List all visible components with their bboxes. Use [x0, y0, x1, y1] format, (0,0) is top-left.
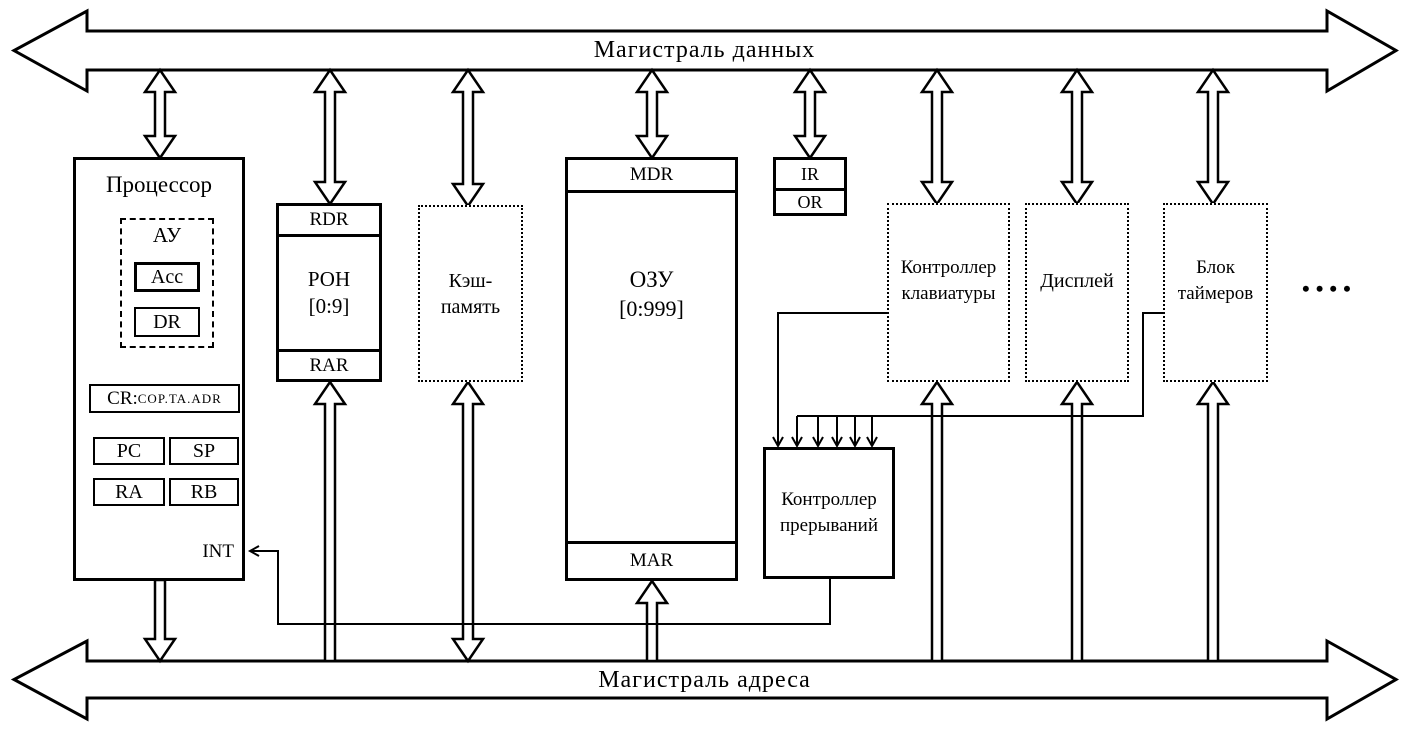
irq-request-arrowhead-2 [831, 436, 843, 449]
irq-request-arrowhead-1 [812, 436, 824, 449]
timers-block: Блок таймеров [1163, 203, 1268, 382]
ron-data-bus-arrow [312, 67, 348, 207]
int-input-label: INT [202, 541, 234, 562]
processor-title: Процессор [105, 172, 213, 197]
cache-label-line2: память [440, 295, 501, 318]
timers-data-bus-arrow [1195, 67, 1231, 207]
display-block: Дисплей [1025, 203, 1129, 382]
irq-request-arrowhead-4 [866, 436, 878, 449]
irq-label-line2: прерываний [779, 515, 879, 536]
keyboard-address-arrow [919, 379, 955, 663]
ozu-mar-address-arrow [634, 578, 670, 663]
address-bus [10, 638, 1400, 722]
acc-register: Acc [134, 262, 200, 292]
address-bus-label: Магистраль адреса [598, 667, 811, 693]
interrupt-controller-label: Контроллер прерываний [766, 450, 892, 576]
int-arrowhead [247, 545, 260, 557]
ozu-data-bus-arrow [634, 67, 670, 161]
keyboard-controller-label: Контроллер клавиатуры [889, 205, 1008, 380]
keyboard-controller-block: Контроллер клавиатуры [887, 203, 1010, 382]
irq-label-line1: Контроллер [781, 489, 877, 511]
display-label: Дисплей [1040, 269, 1114, 292]
cr-prefix: CR: [107, 387, 138, 409]
or-register: OR [797, 191, 823, 212]
timers-label-line1: Блок [1196, 256, 1235, 278]
mar-register: MAR [568, 541, 735, 578]
processor-block: Процессор АУ Acc DR CR:COP.TA.ADR PC SP … [73, 157, 245, 581]
ron-name: РОН [307, 266, 351, 291]
ir-or-block: IR OR [773, 157, 847, 216]
cr-fields: COP.TA.ADR [137, 390, 222, 406]
timers-irq-line [797, 312, 1163, 417]
data-bus-label: Магистраль данных [593, 37, 816, 63]
cache-label-line1: Кэш- [448, 269, 493, 292]
cr-register: CR:COP.TA.ADR [89, 384, 240, 413]
ron-block: RDR РОН [0:9] RAR [276, 203, 382, 382]
ir-or-data-bus-arrow [792, 67, 828, 161]
irq-request-arrowhead-0 [791, 436, 803, 449]
ron-range: [0:9] [308, 294, 350, 318]
timers-label-line2: таймеров [1177, 282, 1254, 304]
pc-register: PC [93, 437, 165, 465]
ozu-label: ОЗУ [0:999] [568, 193, 735, 541]
ra-register: RA [93, 478, 165, 506]
rb-register: RB [169, 478, 239, 506]
ozu-name: ОЗУ [629, 267, 674, 292]
alu-box: АУ Acc DR [120, 218, 214, 348]
keyboard-irq-arrowhead [772, 436, 784, 449]
ron-label: РОН [0:9] [279, 237, 379, 349]
mdr-register: MDR [568, 160, 735, 193]
keyboard-label-line1: Контроллер [900, 256, 997, 278]
processor-address-arrow [142, 578, 178, 664]
irq-request-arrowhead-3 [849, 436, 861, 449]
cache-label: Кэш- память [420, 207, 521, 380]
keyboard-label-line2: клавиатуры [901, 282, 996, 304]
keyboard-irq-line [777, 312, 887, 446]
dr-register: DR [134, 307, 200, 337]
alu-label: АУ [152, 223, 182, 247]
processor-data-bus-arrow [142, 67, 178, 161]
cache-data-bus-arrow [450, 67, 486, 209]
ron-rar-address-arrow [312, 379, 348, 663]
cache-block: Кэш- память [418, 205, 523, 382]
display-data-bus-arrow [1059, 67, 1095, 207]
keyboard-data-bus-arrow [919, 67, 955, 207]
timers-address-arrow [1195, 379, 1231, 663]
display-address-arrow [1059, 379, 1095, 663]
sp-register: SP [169, 437, 239, 465]
ir-register: IR [776, 160, 844, 191]
ozu-range: [0:999] [619, 295, 684, 321]
rdr-register: RDR [279, 206, 379, 237]
ozu-block: MDR ОЗУ [0:999] MAR [565, 157, 738, 581]
data-bus [10, 8, 1399, 94]
irq-to-int-line [250, 550, 831, 625]
rar-register: RAR [279, 349, 379, 379]
cache-address-bus-arrow [450, 379, 486, 664]
timers-label: Блок таймеров [1165, 205, 1266, 380]
interrupt-controller-block: Контроллер прерываний [763, 447, 895, 579]
more-devices-ellipsis: •••• [1302, 276, 1357, 301]
